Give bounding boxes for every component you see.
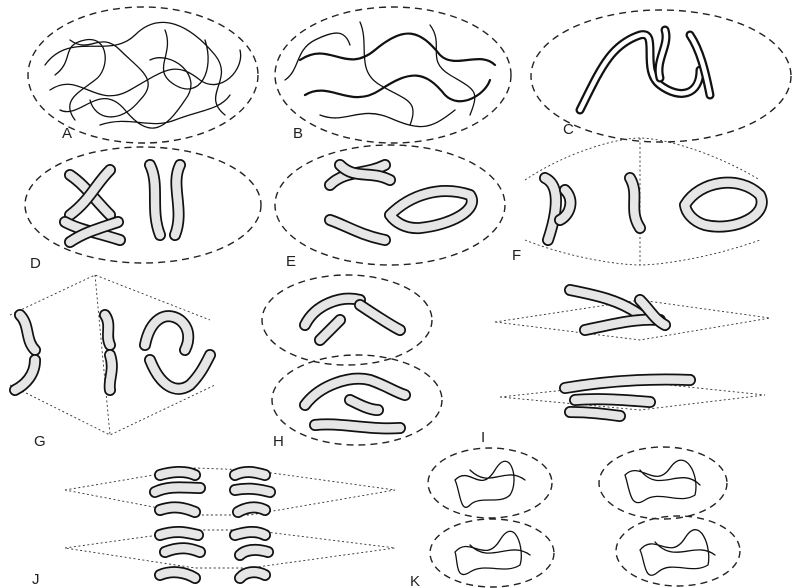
bivalent (330, 165, 390, 185)
bivalent (330, 220, 385, 240)
spindle-fibers (525, 138, 760, 180)
bivalent (659, 30, 666, 78)
panel-label: G (34, 433, 46, 450)
panel-label: C (563, 121, 574, 138)
panel-label: J (32, 571, 40, 588)
panel-label: K (410, 573, 420, 588)
panel-label: D (30, 255, 41, 272)
cell-boundary (25, 147, 261, 263)
bivalent (580, 35, 700, 110)
chromatin-thread (50, 50, 241, 96)
chromatin-thread (470, 470, 525, 480)
cell-boundary (616, 516, 740, 586)
panel-i (495, 290, 770, 416)
chromatin-thread (320, 110, 455, 127)
panel-label: A (62, 125, 72, 142)
panel-e (275, 145, 505, 265)
panel-label: F (512, 247, 521, 264)
panel-b (275, 7, 511, 143)
panel-label: H (273, 433, 284, 450)
chromatid-group (160, 532, 268, 578)
bivalent (685, 183, 762, 227)
chromatin-thread (625, 460, 696, 503)
panel-label: E (286, 253, 296, 270)
panel-j (65, 468, 395, 578)
cell-boundary (262, 275, 432, 365)
panel-label: I (481, 429, 485, 446)
panel-g (10, 275, 215, 435)
panel-a (28, 7, 258, 143)
paired-thread (300, 34, 495, 65)
cell-boundary (599, 447, 727, 519)
bivalent (630, 178, 640, 228)
chromosome (20, 315, 188, 350)
panel-k (428, 447, 740, 587)
bivalent (65, 222, 120, 242)
bivalent (390, 191, 472, 228)
chromatin-thread (640, 470, 700, 485)
panel-f (525, 138, 762, 265)
chromosome (15, 355, 210, 390)
panel-h (262, 275, 442, 445)
panel-label: B (293, 125, 303, 142)
chromatin-thread (100, 95, 230, 125)
chromatid-group (155, 472, 270, 512)
chromatin-thread (430, 25, 475, 115)
panel-d (25, 147, 261, 263)
bivalent (70, 170, 110, 215)
bivalent (150, 165, 180, 235)
chromatin-thread (655, 542, 715, 555)
chromatin-thread (70, 40, 148, 117)
cell-boundary (275, 7, 511, 143)
spindle-fibers (525, 240, 760, 265)
chromatin-thread (360, 22, 413, 125)
chromatin-thread (45, 22, 225, 115)
chromatin-thread (455, 461, 514, 507)
paired-thread (305, 76, 490, 102)
bivalent (545, 178, 570, 240)
cell-boundary (428, 448, 552, 518)
